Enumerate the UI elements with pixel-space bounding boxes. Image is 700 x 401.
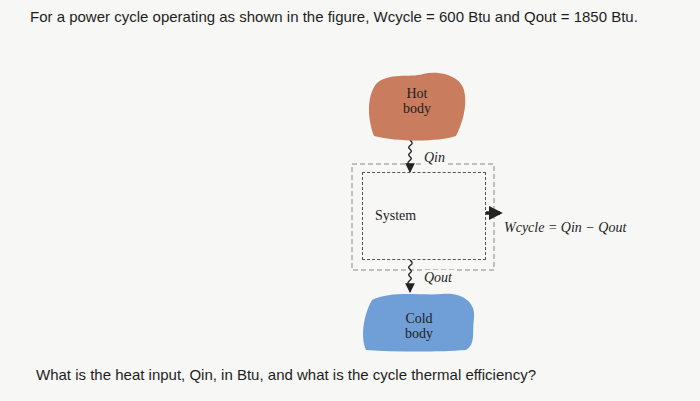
system-boundary: System bbox=[362, 172, 486, 260]
heat-flow-arrow bbox=[408, 140, 412, 172]
hot-reservoir: Hot body bbox=[368, 72, 466, 140]
node-label: Cold body bbox=[394, 311, 444, 342]
heat-label: Qout bbox=[422, 270, 454, 286]
node-label: System bbox=[375, 208, 416, 223]
blob-fill bbox=[369, 73, 465, 141]
node-label: Hot body bbox=[392, 86, 442, 117]
heat-label: Qin bbox=[422, 150, 447, 166]
cold-reservoir: Cold body bbox=[362, 292, 476, 350]
outer-boundary bbox=[352, 164, 494, 270]
work-equation: Wcycle = Qin − Qout bbox=[504, 220, 626, 236]
problem-title: For a power cycle operating as shown in … bbox=[30, 8, 690, 25]
blob-fill bbox=[363, 294, 474, 352]
question-text: What is the heat input, Qin, in Btu, and… bbox=[36, 366, 676, 383]
heat-flow-arrow bbox=[408, 260, 412, 292]
